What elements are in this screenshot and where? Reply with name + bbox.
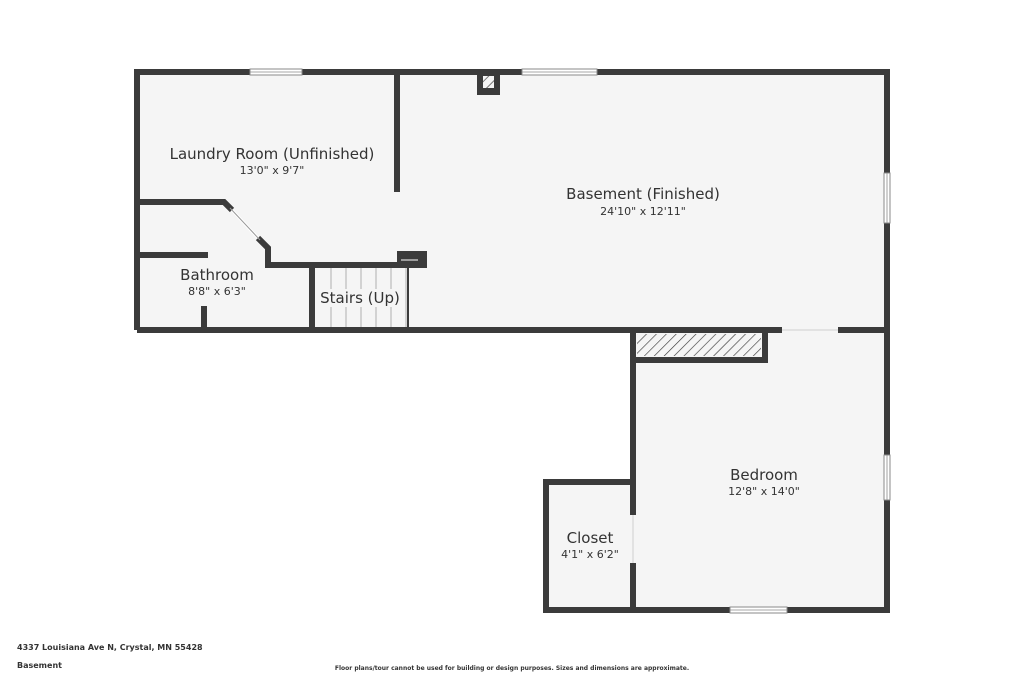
bathroom-dims: 8'8" x 6'3"	[188, 285, 246, 298]
closet-name: Closet	[566, 529, 614, 547]
bedroom-name: Bedroom	[730, 466, 798, 484]
chimney-flue	[483, 76, 494, 88]
closet-floor	[546, 482, 633, 610]
exterior-walls	[134, 69, 890, 613]
bedroom-floor	[633, 330, 887, 610]
basement-name: Basement (Finished)	[566, 185, 720, 203]
basement-dims: 24'10" x 12'11"	[600, 205, 686, 218]
bathroom-name: Bathroom	[180, 266, 254, 284]
address-label: 4337 Louisiana Ave N, Crystal, MN 55428	[17, 643, 203, 652]
window-glazing	[250, 71, 888, 611]
bedroom-dims: 12'8" x 14'0"	[728, 485, 800, 498]
under-stair-storage	[637, 334, 761, 356]
closet-dims: 4'1" x 6'2"	[561, 548, 619, 561]
disclaimer-label: Floor plans/tour cannot be used for buil…	[334, 665, 690, 672]
stairs-name: Stairs (Up)	[318, 289, 402, 307]
upper-floor	[137, 72, 887, 330]
level-label: Basement	[17, 661, 62, 670]
angled-doorway-edge	[229, 207, 261, 241]
laundry-room-name: Laundry Room (Unfinished)	[169, 145, 375, 163]
laundry-room-dims: 13'0" x 9'7"	[239, 164, 305, 177]
interior-walls	[137, 72, 768, 610]
